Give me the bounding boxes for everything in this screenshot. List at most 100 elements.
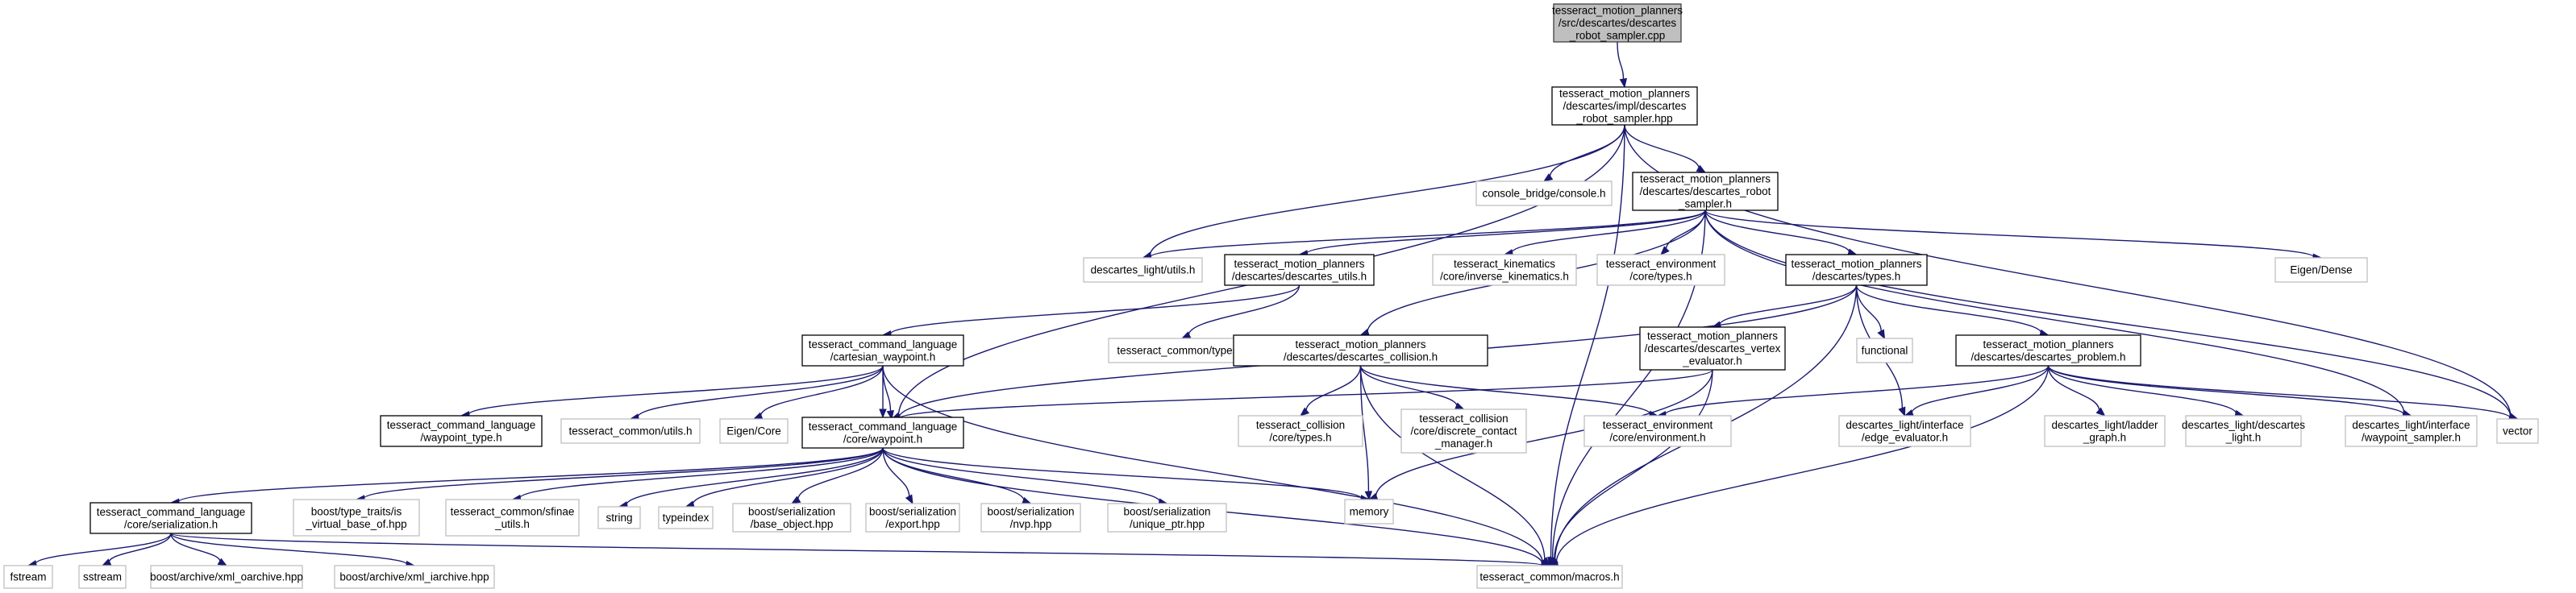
node-coll-types: tesseract_collision/core/types.h <box>1238 415 1363 447</box>
node-label-line: memory <box>1350 506 1389 518</box>
node-cart-wp[interactable]: tesseract_command_language/cartesian_way… <box>801 334 964 367</box>
node-label-line: tesseract_environment <box>1603 419 1713 431</box>
edge-layer <box>27 41 2519 570</box>
node-label-line: /descartes/impl/descartes <box>1563 100 1686 112</box>
node-box <box>380 415 543 447</box>
node-box <box>334 565 495 589</box>
edge-line <box>1375 369 1713 497</box>
node-label-line: /core/environment.h <box>1609 431 1705 443</box>
node-label-line: _sampler.h <box>1678 198 1732 210</box>
edge-line <box>1550 124 1625 559</box>
edge-line <box>1305 209 1706 255</box>
edge-core_wp-to-type_traits <box>355 447 884 503</box>
node-xml-i: boost/archive/xml_iarchive.hpp <box>334 565 495 589</box>
node-label-line: string <box>606 512 632 524</box>
edge-desc_problem-to-ladder <box>2047 365 2106 417</box>
edge-sampler_h-to-inv_kin <box>1503 209 1706 257</box>
node-base-object: boost/serialization/base_object.hpp <box>732 503 851 533</box>
node-desc-coll[interactable]: tesseract_motion_planners/descartes/desc… <box>1233 334 1488 367</box>
node-label-line: descartes_light/interface <box>1846 419 1963 431</box>
edge-core_wp-to-base_object <box>790 447 884 504</box>
edge-core_wp-to-unique_ptr <box>882 447 1168 506</box>
edge-line <box>363 447 884 500</box>
edge-line <box>1704 209 1850 253</box>
node-desc-utils[interactable]: tesseract_motion_planners/descartes/desc… <box>1224 254 1375 286</box>
edge-line <box>1704 209 2405 414</box>
node-label-line: tesseract_command_language <box>809 338 958 350</box>
node-common-types: tesseract_common/types.h <box>1108 338 1256 363</box>
node-label-line: tesseract_environment <box>1606 258 1717 270</box>
node-box <box>1596 254 1725 286</box>
node-string: string <box>597 506 641 529</box>
node-env-env: tesseract_environment/core/environment.h <box>1583 415 1732 447</box>
edge-arrowhead <box>1660 246 1670 255</box>
node-label-line: vector <box>2503 425 2532 437</box>
node-common-utils: tesseract_common/utils.h <box>560 418 701 444</box>
edge-line <box>518 447 884 500</box>
node-box <box>2044 415 2166 447</box>
node-sampler-h[interactable]: tesseract_motion_planners/descartes/desc… <box>1632 172 1779 211</box>
edge-core_wp-to-sfinae <box>511 447 884 503</box>
edge-sampler_h-to-desc_types <box>1704 209 1858 256</box>
node-label-line: boost/serialization <box>1123 505 1210 517</box>
node-box <box>1224 254 1375 286</box>
edge-desc_types-to-vertex_eval <box>1711 284 1858 329</box>
node-desc-types[interactable]: tesseract_motion_planners/descartes/type… <box>1785 254 1928 286</box>
edge-line <box>889 284 1300 335</box>
node-box <box>3 565 53 589</box>
edge-arrowhead <box>1877 329 1886 340</box>
node-label-line: tesseract_kinematics <box>1454 258 1555 270</box>
node-label-line: _robot_sampler.cpp <box>1569 30 1666 42</box>
node-wp-type[interactable]: tesseract_command_language/waypoint_type… <box>380 415 543 447</box>
edge-line <box>1511 209 1706 254</box>
edge-arrowhead <box>1299 407 1310 417</box>
node-label-line: /unique_ptr.hpp <box>1130 518 1205 530</box>
node-box <box>1344 499 1394 525</box>
node-box <box>2274 257 2368 283</box>
node-dl-utils: descartes_light/utils.h <box>1083 257 1203 283</box>
node-box <box>801 417 964 449</box>
node-desc-problem[interactable]: tesseract_motion_planners/descartes/desc… <box>1955 334 2141 367</box>
node-label-line: tesseract_motion_planners <box>1552 5 1683 17</box>
edge-sampler_h-to-wp_sampler <box>1704 209 2412 417</box>
node-memory: memory <box>1344 499 1394 525</box>
node-box <box>1083 257 1203 283</box>
edge-desc_coll-to-coll_dcm <box>1359 365 1465 410</box>
edge-line <box>1554 369 1713 561</box>
node-label-line: tesseract_command_language <box>809 421 958 433</box>
node-macros: tesseract_common/macros.h <box>1476 565 1623 589</box>
node-box <box>560 418 701 444</box>
edge-line <box>1549 124 1625 177</box>
node-label-line: boost/archive/xml_oarchive.hpp <box>150 571 303 583</box>
edge-line <box>35 533 172 565</box>
node-label-line: _graph.h <box>2083 431 2126 443</box>
node-core-wp[interactable]: tesseract_command_language/core/waypoint… <box>801 417 964 449</box>
node-box <box>719 418 789 444</box>
node-box <box>732 503 851 533</box>
node-sampler-hpp[interactable]: tesseract_motion_planners/descartes/impl… <box>1551 86 1698 126</box>
edge-arrowhead <box>1696 164 1707 173</box>
node-box <box>445 499 580 537</box>
edge-sampler_hpp-to-sampler_h <box>1624 124 1707 173</box>
node-label-line: Eigen/Core <box>726 425 781 437</box>
node-vertex-eval[interactable]: tesseract_motion_planners/descartes/desc… <box>1639 326 1786 371</box>
node-label-line: /waypoint_sampler.h <box>2362 431 2461 443</box>
edge-line <box>2047 365 2237 415</box>
node-sstream: sstream <box>78 565 127 589</box>
node-label-line: /cartesian_waypoint.h <box>830 350 936 363</box>
node-box <box>293 499 420 537</box>
edge-core_wp-to-export <box>882 447 913 505</box>
edge-serialization-to-macros <box>170 533 1551 570</box>
node-box <box>1639 326 1786 371</box>
edge-line <box>1617 41 1625 81</box>
node-serialization[interactable]: tesseract_command_language/core/serializ… <box>89 502 252 534</box>
node-label-line: _manager.h <box>1434 437 1492 450</box>
node-label-line: boost/archive/xml_iarchive.hpp <box>339 571 489 583</box>
node-unique-ptr: boost/serialization/unique_ptr.hpp <box>1107 503 1227 533</box>
node-label-line: /core/inverse_kinematics.h <box>1440 270 1569 282</box>
edge-line <box>108 533 172 563</box>
node-fstream: fstream <box>3 565 53 589</box>
node-sfinae: tesseract_common/sfinae_utils.h <box>445 499 580 537</box>
edge-desc_problem-to-env_env <box>1656 365 2050 419</box>
